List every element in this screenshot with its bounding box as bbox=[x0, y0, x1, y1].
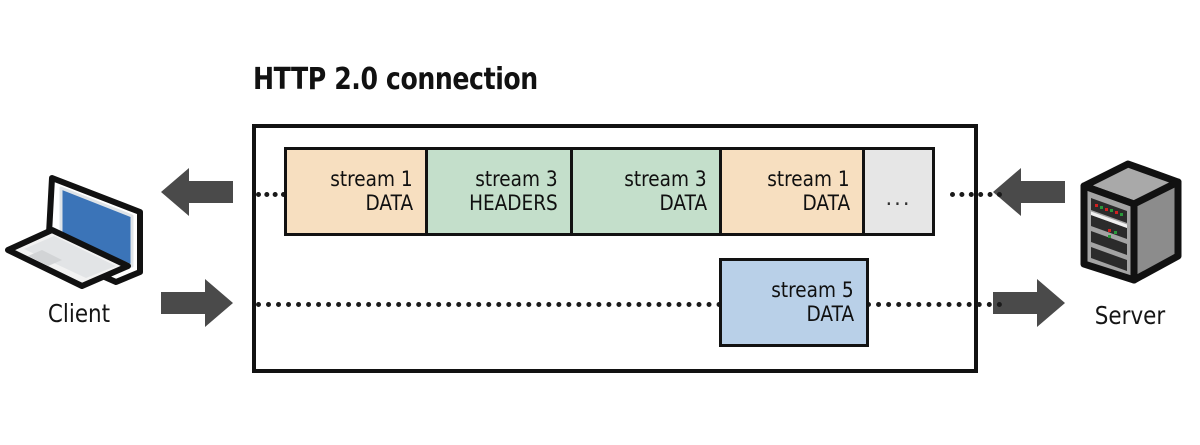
frame-stream-label: stream 1 bbox=[330, 166, 413, 191]
frame-stream-label: stream 5 bbox=[771, 277, 854, 302]
ellipsis-icon: ... bbox=[885, 185, 912, 210]
inbound-frame-strip: stream 1 DATA stream 3 HEADERS stream 3 … bbox=[284, 147, 935, 236]
server-outbound-arrow bbox=[993, 277, 1065, 329]
frame-type-label: HEADERS bbox=[469, 190, 558, 215]
frame-stream-label: stream 1 bbox=[767, 166, 850, 191]
frame-ellipsis-placeholder: ... bbox=[862, 147, 935, 236]
outbound-channel-line-left bbox=[256, 302, 722, 307]
server-inbound-arrow bbox=[993, 166, 1065, 218]
frame-stream-1-data-b[interactable]: stream 1 DATA bbox=[719, 147, 865, 236]
inbound-channel-line-left bbox=[256, 192, 286, 197]
frame-type-label: DATA bbox=[802, 190, 850, 215]
server-tower-icon bbox=[1062, 160, 1198, 295]
frame-stream-label: stream 3 bbox=[475, 166, 558, 191]
client-inbound-arrow bbox=[161, 166, 233, 218]
diagram-title: HTTP 2.0 connection bbox=[253, 62, 538, 97]
client-endpoint: Client bbox=[4, 160, 154, 328]
frame-stream-5-data[interactable]: stream 5 DATA bbox=[719, 258, 869, 347]
frame-type-label: DATA bbox=[659, 190, 707, 215]
client-outbound-arrow bbox=[161, 277, 233, 329]
server-label: Server bbox=[1094, 301, 1166, 330]
frame-type-label: DATA bbox=[806, 301, 854, 326]
frame-stream-label: stream 3 bbox=[624, 166, 707, 191]
frame-stream-3-data[interactable]: stream 3 DATA bbox=[570, 147, 722, 236]
frame-stream-3-headers[interactable]: stream 3 HEADERS bbox=[425, 147, 573, 236]
client-label: Client bbox=[47, 299, 111, 328]
outbound-channel-line-right bbox=[866, 302, 1002, 307]
inbound-channel-line-right bbox=[950, 192, 1002, 197]
frame-stream-1-data-a[interactable]: stream 1 DATA bbox=[284, 147, 428, 236]
frame-type-label: DATA bbox=[365, 190, 413, 215]
laptop-icon bbox=[4, 160, 154, 295]
server-endpoint: Server bbox=[1062, 160, 1198, 330]
